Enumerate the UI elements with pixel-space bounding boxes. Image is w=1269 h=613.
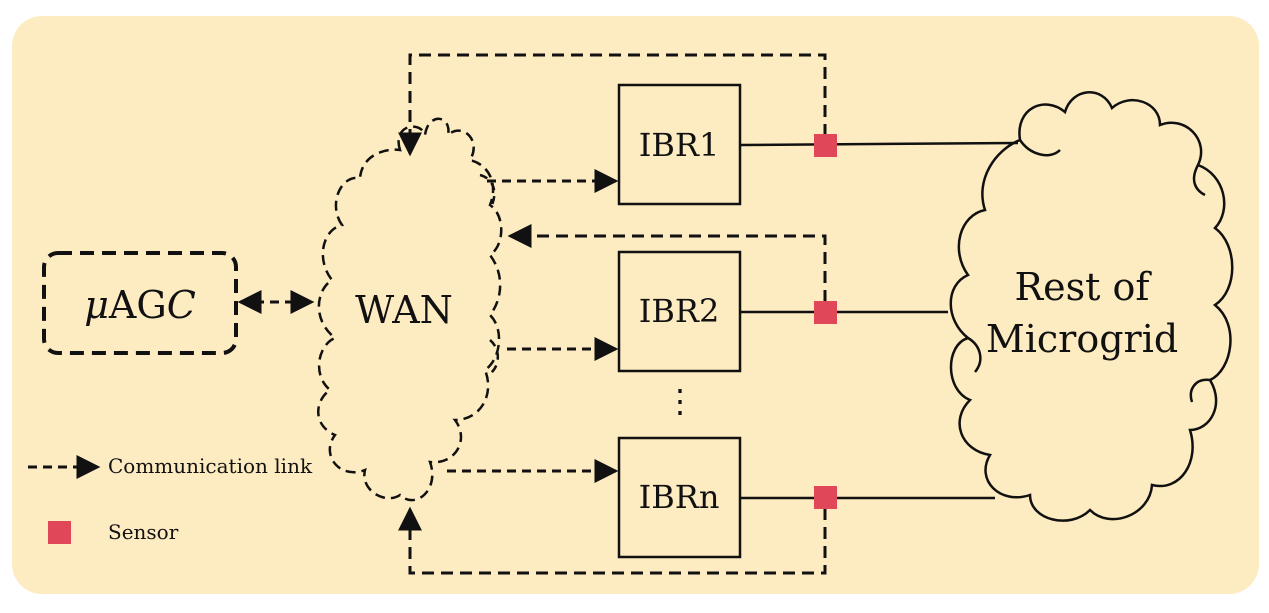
comm-link-sensor1-wan bbox=[398, 53, 827, 157]
comm-link-sensorn-wan bbox=[398, 506, 827, 575]
ibr-n-box[interactable]: IBRn bbox=[617, 436, 742, 559]
ibr-1-box[interactable]: IBR1 bbox=[617, 83, 742, 206]
ibr-2-label: IBR2 bbox=[639, 292, 720, 330]
legend-sensor-symbol bbox=[48, 521, 71, 544]
wan-cloud[interactable]: WAN bbox=[317, 117, 503, 502]
microgrid-label-line2: Microgrid bbox=[986, 317, 1178, 361]
ibr-2-box[interactable]: IBR2 bbox=[617, 250, 742, 373]
power-line-ibr1 bbox=[739, 141, 1019, 147]
legend-comm-link-label: Communication link bbox=[108, 454, 313, 478]
sensor-ibr2[interactable] bbox=[814, 301, 837, 324]
sensor-ibr1[interactable] bbox=[814, 134, 837, 157]
microgrid-label-line1: Rest of bbox=[1015, 265, 1153, 309]
legend: Communication link Sensor bbox=[28, 454, 313, 544]
controller-box[interactable]: μAGC bbox=[42, 251, 238, 355]
ibr-1-label: IBR1 bbox=[639, 126, 720, 164]
wan-label: WAN bbox=[355, 288, 453, 332]
legend-sensor-label: Sensor bbox=[108, 520, 179, 544]
sensor-ibrn[interactable] bbox=[814, 486, 837, 509]
comm-link-sensor2-wan bbox=[507, 224, 827, 302]
controller-label: μAGC bbox=[84, 283, 196, 327]
ibr-ellipsis: ⋮ bbox=[664, 382, 696, 420]
ibr-n-label: IBRn bbox=[639, 478, 720, 516]
background-panel bbox=[12, 16, 1259, 594]
microgrid-cloud[interactable]: Rest of Microgrid bbox=[949, 91, 1234, 522]
